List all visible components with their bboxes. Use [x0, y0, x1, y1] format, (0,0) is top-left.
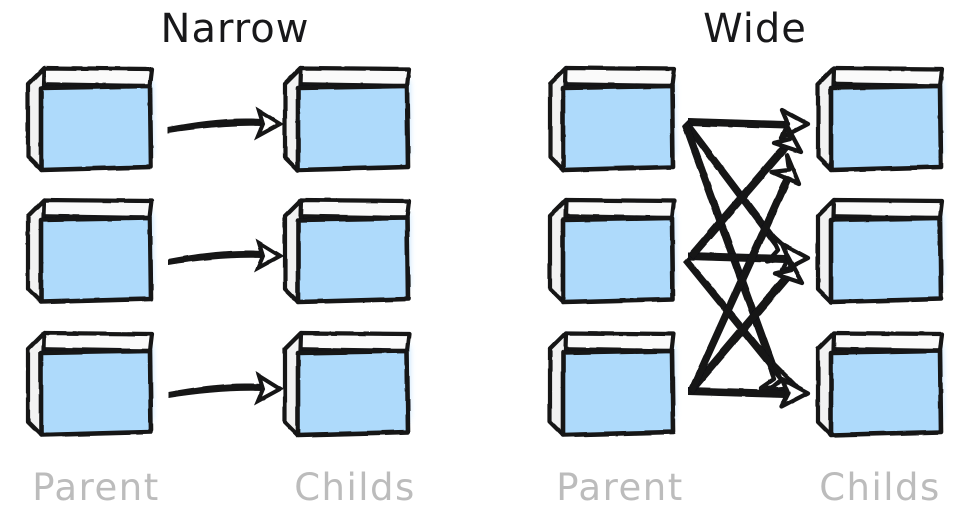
arrow-right-icon [168, 371, 284, 406]
column-label-childs-wide: Childs [819, 466, 941, 509]
edges-wide [682, 107, 811, 410]
panel-title-narrow: Narrow [161, 6, 310, 52]
box-parent-wide-3[interactable] [547, 330, 677, 438]
edges-narrow [168, 106, 284, 406]
box-parent-narrow-2[interactable] [25, 197, 155, 305]
box-parent-narrow-1[interactable] [25, 65, 155, 173]
arrow-right-icon [168, 106, 284, 141]
box-child-wide-3[interactable] [815, 330, 945, 438]
panel-wide [547, 65, 945, 438]
panel-title-wide: Wide [703, 6, 807, 52]
column-label-childs-narrow: Childs [294, 466, 416, 509]
arrow-right-icon [688, 376, 811, 410]
panel-narrow [25, 65, 412, 438]
box-child-narrow-1[interactable] [282, 65, 412, 173]
arrow-right-icon [688, 121, 804, 259]
box-parent-narrow-3[interactable] [25, 330, 155, 438]
box-child-wide-2[interactable] [815, 197, 945, 305]
arrow-right-icon [168, 238, 284, 273]
box-child-narrow-2[interactable] [282, 197, 412, 305]
arrow-right-icon [688, 152, 802, 394]
column-label-parent-narrow: Parent [32, 466, 159, 509]
box-parent-wide-2[interactable] [547, 197, 677, 305]
column-label-parent-wide: Parent [556, 466, 683, 509]
arrow-right-icon [688, 252, 805, 393]
box-parent-wide-1[interactable] [547, 65, 677, 173]
box-child-wide-1[interactable] [815, 65, 945, 173]
box-child-narrow-3[interactable] [282, 330, 412, 438]
